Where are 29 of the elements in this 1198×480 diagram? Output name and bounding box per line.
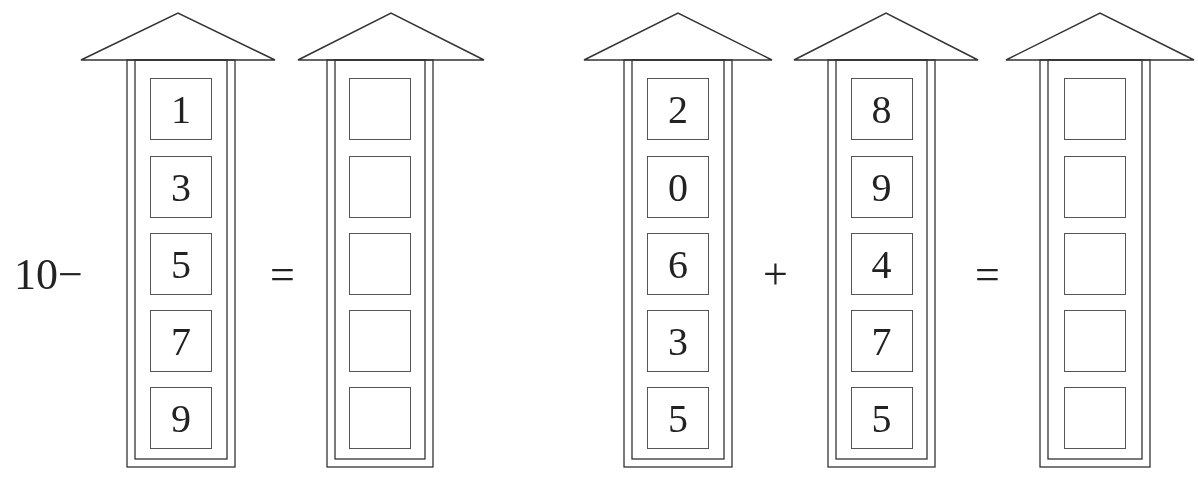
answer-box [1064,233,1126,295]
digit-tile: 5 [647,387,709,449]
digit-tile: 6 [647,233,709,295]
digit-tile: 9 [150,387,212,449]
digit-tile: 3 [647,310,709,372]
digit-tile: 8 [850,78,913,140]
answer-box [1064,156,1126,218]
answer-box [349,78,411,140]
answer-box [349,233,411,295]
digit-tile: 5 [150,233,212,295]
math-sign: + [763,253,788,297]
math-sign: = [270,253,295,297]
digit-tile: 2 [647,78,709,140]
answer-box [349,310,411,372]
answer-box [349,156,411,218]
digit-tile: 4 [850,233,913,295]
digit-tile: 7 [850,310,913,372]
answer-box [1064,310,1126,372]
digit-tile: 1 [150,78,212,140]
digit-tile: 0 [647,156,709,218]
digit-tile: 3 [150,156,212,218]
answer-box [1064,387,1126,449]
digit-tile: 5 [850,387,913,449]
answer-box [349,387,411,449]
digit-tile: 7 [150,310,212,372]
math-sign: = [975,253,1000,297]
digit-tile: 9 [850,156,913,218]
answer-box [1064,78,1126,140]
math-sign: 10− [14,253,83,297]
